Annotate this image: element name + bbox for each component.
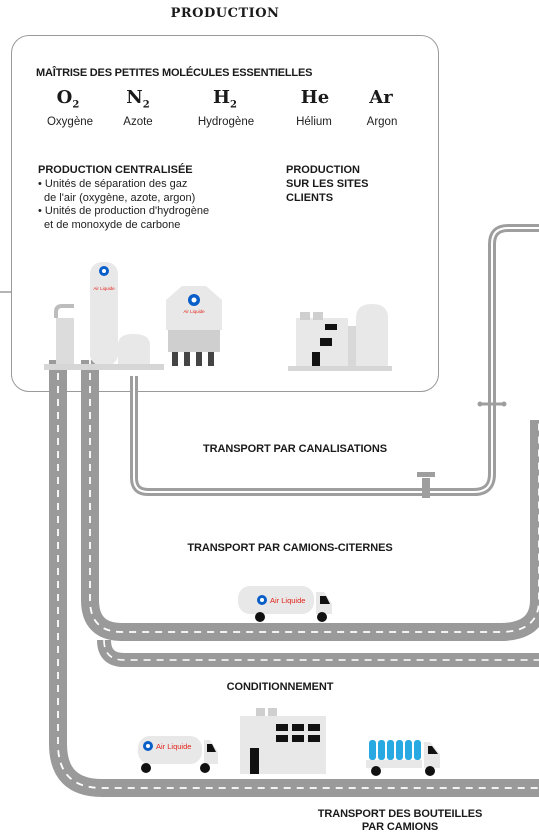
bullet-line: et de monoxyde de carbone (44, 218, 181, 231)
pipeline (130, 224, 539, 498)
symbol-argon: Ar (369, 87, 393, 108)
page-title: PRODUCTION (170, 6, 280, 21)
bottles-label-line: TRANSPORT DES BOUTEILLES (317, 808, 483, 820)
svg-text:Air Liquide: Air Liquide (156, 742, 191, 751)
bottles-label: TRANSPORT DES BOUTEILLES PAR CAMIONS (270, 808, 530, 834)
name-helium: Hélium (296, 116, 332, 128)
conditioning-building-icon (240, 708, 326, 774)
symbol-nitrogen: N2 (126, 87, 150, 111)
molecules-heading: MAÎTRISE DES PETITES MOLÉCULES ESSENTIEL… (36, 67, 313, 79)
name-oxygen: Oxygène (46, 116, 94, 128)
svg-text:Air Liquide: Air Liquide (93, 286, 115, 291)
onsite-line: PRODUCTION (286, 164, 360, 176)
bullet-line: de l'air (oxygène, azote, argon) (44, 191, 196, 204)
svg-text:Air Liquide: Air Liquide (183, 309, 205, 314)
pipeline-label: TRANSPORT PAR CANALISATIONS (203, 443, 387, 455)
name-nitrogen: Azote (123, 116, 153, 128)
tanker-label: TRANSPORT PAR CAMIONS-CITERNES (187, 542, 393, 554)
hydrogen-unit-icon: Air Liquide (166, 286, 222, 366)
tanker-to-bottles-road (97, 639, 539, 667)
air-separation-unit-icon: Air Liquide (44, 262, 164, 370)
bottle-truck-icon (366, 740, 440, 776)
symbol-hydrogen: H2 (213, 87, 237, 111)
onsite-production-icon (288, 304, 392, 371)
bullet-line: • Unités de séparation des gaz (38, 178, 188, 190)
tanker-truck-icon: Air Liquide (238, 586, 332, 622)
valve-icon (422, 478, 430, 498)
onsite-heading: PRODUCTION SUR LES SITES CLIENTS (286, 163, 369, 205)
conditioning-label: CONDITIONNEMENT (226, 681, 334, 693)
centralised-heading: PRODUCTION CENTRALISÉE (38, 164, 193, 176)
small-tanker-truck-icon: Air Liquide (138, 736, 218, 773)
symbol-helium: He (300, 87, 330, 108)
svg-text:Air Liquide: Air Liquide (270, 596, 305, 605)
onsite-line: SUR LES SITES (286, 178, 369, 190)
onsite-line: CLIENTS (286, 192, 334, 204)
symbol-oxygen: O2 (56, 87, 80, 111)
bullet-line: • Unités de production d'hydrogène (38, 205, 210, 217)
bottles-road (49, 360, 539, 797)
tanker-road (81, 360, 539, 641)
name-hydrogen: Hydrogène (197, 116, 255, 128)
name-argon: Argon (366, 116, 398, 128)
bottles-label-line: PAR CAMIONS (361, 821, 439, 833)
centralised-bullets: • Unités de séparation des gaz de l'air … (38, 178, 209, 232)
